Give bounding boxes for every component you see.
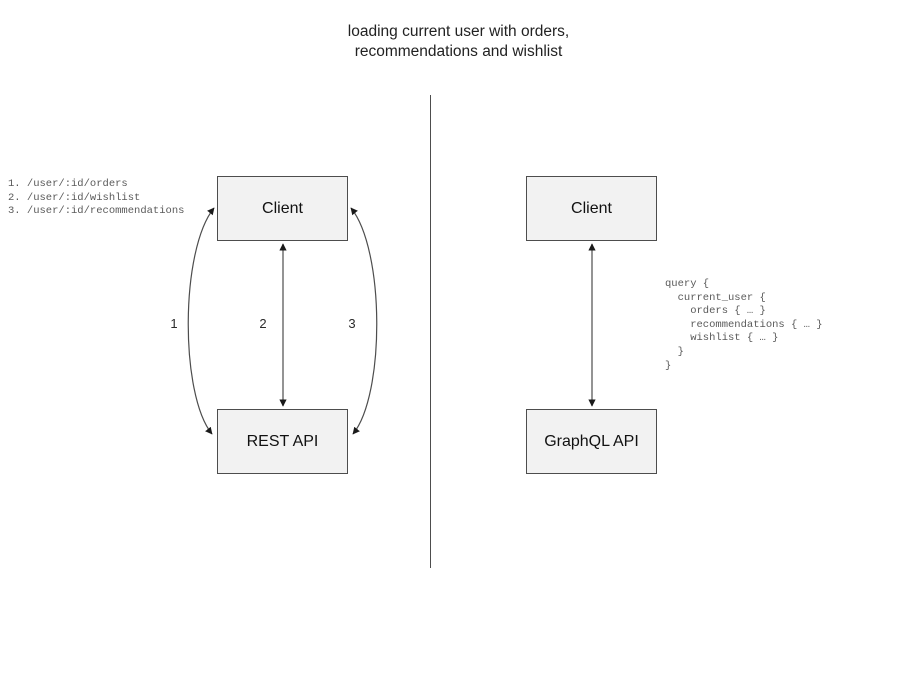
- edge-label-2: 2: [259, 316, 267, 331]
- node-rest-client-label: Client: [262, 199, 303, 217]
- node-graphql-client-label: Client: [571, 199, 612, 217]
- rest-endpoint-list: 1. /user/:id/orders 2. /user/:id/wishlis…: [8, 178, 185, 218]
- node-graphql-api-label: GraphQL API: [544, 432, 639, 450]
- node-rest-api-label: REST API: [246, 432, 319, 450]
- graphql-query-snippet: query { current_user { orders { … } reco…: [665, 278, 823, 372]
- node-rest-client[interactable]: Client: [217, 176, 348, 241]
- page-title: loading current user with orders, recomm…: [347, 23, 570, 60]
- panel-divider: [430, 95, 431, 568]
- edge-label-3: 3: [348, 316, 356, 331]
- node-rest-api[interactable]: REST API: [217, 409, 348, 474]
- edge-label-1: 1: [170, 316, 178, 331]
- node-graphql-client[interactable]: Client: [526, 176, 657, 241]
- edge-rest-1: [187, 207, 215, 435]
- node-graphql-api[interactable]: GraphQL API: [526, 409, 657, 474]
